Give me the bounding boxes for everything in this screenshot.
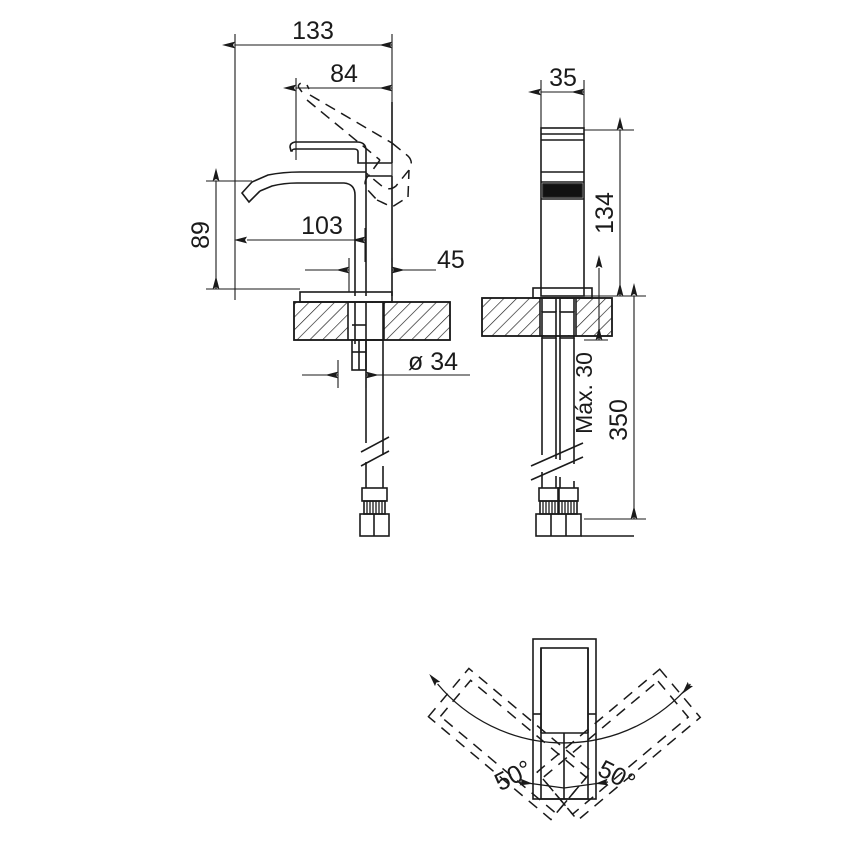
dimension-max-30-label: Máx. 30 bbox=[571, 352, 597, 434]
faucet-body-side bbox=[540, 127, 585, 297]
dimension-134-label: 134 bbox=[591, 192, 619, 234]
faucet-spout-front bbox=[240, 171, 366, 296]
supply-hose-front bbox=[359, 340, 390, 537]
counter-section-side bbox=[481, 297, 613, 337]
faucet-front-view bbox=[240, 82, 451, 537]
plan-body-outline bbox=[532, 638, 597, 800]
swivel-centre-arrows bbox=[519, 778, 609, 789]
dimension-350-label: 350 bbox=[605, 399, 633, 441]
dimension-45-label: 45 bbox=[437, 246, 465, 274]
plan-view-swivel: 50° 50° bbox=[427, 638, 702, 822]
swivel-arc bbox=[429, 674, 694, 744]
counter-section-front bbox=[293, 301, 451, 341]
dimension-89-label: 89 bbox=[187, 221, 215, 249]
angle-left-label: 50° bbox=[490, 755, 536, 797]
mounting-shank-front bbox=[351, 302, 384, 371]
lever-handle-front bbox=[289, 141, 367, 164]
plan-spout-ghost-right bbox=[536, 668, 702, 822]
dimension-35-label: 35 bbox=[549, 64, 577, 92]
faucet-body-front bbox=[365, 102, 393, 296]
mounting-shank-side bbox=[541, 298, 575, 339]
faucet-side-view bbox=[481, 127, 634, 537]
dimension-84-label: 84 bbox=[330, 60, 358, 88]
faucet-base-flange-front bbox=[299, 291, 393, 303]
lever-handle-raised-ghost bbox=[297, 82, 412, 208]
dimension-133-label: 133 bbox=[292, 17, 334, 45]
side-view-dimension-lines bbox=[540, 80, 646, 520]
dimension-diameter-34-label: ø 34 bbox=[408, 348, 458, 376]
dimension-103-label: 103 bbox=[301, 212, 343, 240]
plan-spout-ghost-left bbox=[427, 667, 593, 821]
supply-hoses-side bbox=[530, 338, 634, 537]
